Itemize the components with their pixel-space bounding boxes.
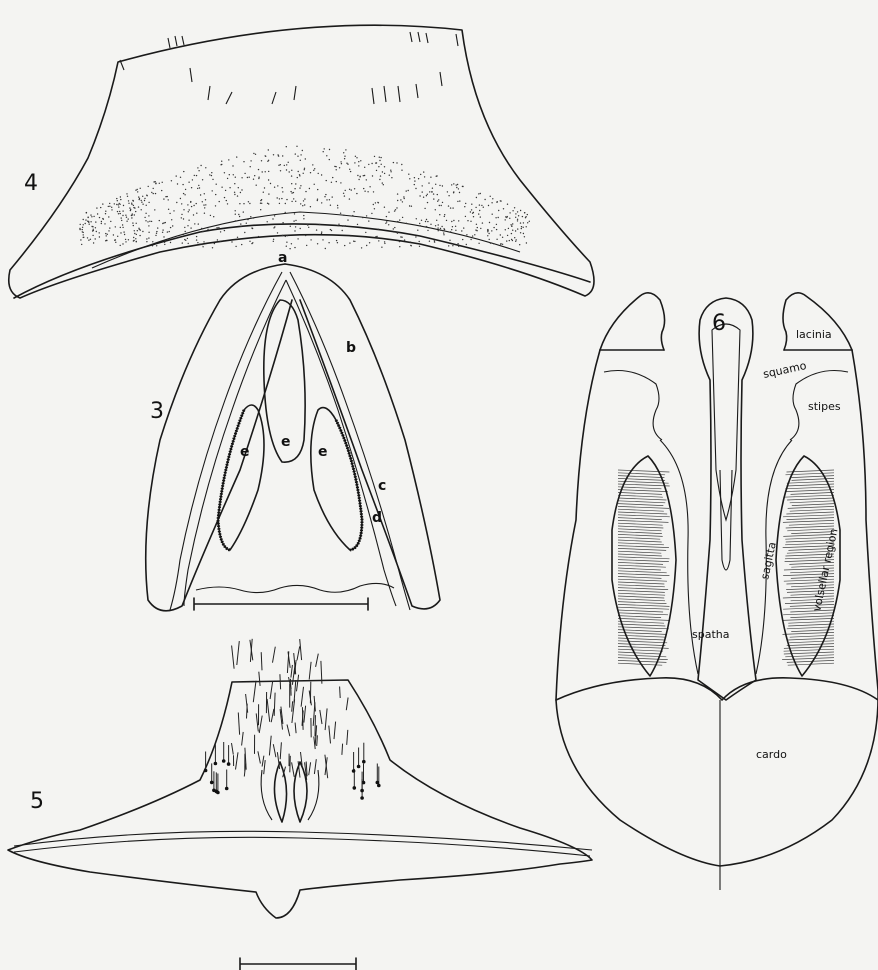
fig5-scale-bar	[240, 958, 356, 970]
fig6-label-spatha: spatha	[692, 628, 729, 641]
fig6-number: 6	[712, 311, 726, 336]
fig5-number: 5	[30, 789, 44, 814]
fig3-label-a: a	[278, 250, 287, 266]
fig6-label-squamo: squamo	[762, 359, 808, 381]
fig6-label-cardo: cardo	[756, 748, 787, 761]
fig3-label-e-center: e	[281, 434, 291, 450]
fig3-label-c: c	[378, 478, 386, 494]
fig3-label-b: b	[346, 340, 356, 356]
fig3-label-d: d	[372, 510, 382, 526]
figure-3-plate: a b c d e e e 3	[146, 250, 440, 611]
fig6-outline	[556, 350, 878, 866]
fig3-scale-bar	[194, 598, 368, 610]
fig3-label-e-left: e	[240, 444, 250, 460]
figure-5-plate: 5	[8, 639, 592, 970]
fig5-outline	[8, 680, 592, 918]
figure-6-plate: 6 lacinia squamo stipes volsellar region…	[556, 293, 878, 890]
fig4-number: 4	[24, 171, 38, 196]
fig4-stippling	[79, 146, 530, 250]
fig3-label-e-right: e	[318, 444, 328, 460]
fig5-setae	[204, 639, 381, 800]
figure-4-plate: 4	[9, 25, 594, 298]
fig6-label-lacinia: lacinia	[796, 328, 832, 341]
fig3-number: 3	[150, 399, 164, 424]
fig6-label-stipes: stipes	[808, 400, 841, 413]
fig4-bristles	[120, 32, 458, 104]
